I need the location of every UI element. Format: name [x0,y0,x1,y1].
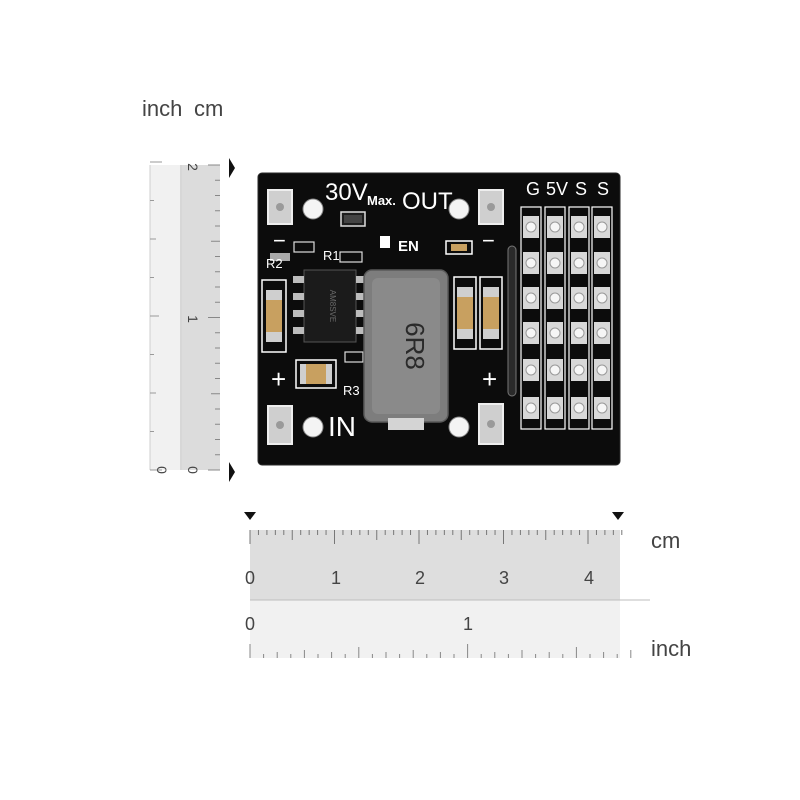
header-pin-label: S [575,179,588,199]
ruler-cm-label: 0 [245,568,256,588]
vertical-ruler [149,158,235,482]
header-column [591,206,613,430]
header-hole [549,257,561,269]
header-hole [573,364,585,376]
ruler-unit-cm: cm [194,96,224,121]
header-hole [525,257,537,269]
header-hole [549,221,561,233]
marker-triangle [229,158,235,178]
header-hole [596,364,608,376]
header-hole [525,292,537,304]
ruler-cm-label: 2 [415,568,426,588]
marker-triangle [244,512,256,520]
header-pin-label: 5V [546,179,569,199]
ruler-inch-label: 0 [245,614,256,634]
header-hole [596,402,608,414]
header-hole [525,364,537,376]
ruler-cm-label: 3 [499,568,510,588]
silk-in: IN [328,411,356,442]
header-hole [596,221,608,233]
silk-minus-right: − [482,228,495,253]
header-hole [573,257,585,269]
header-pin-label: S [597,179,610,199]
ic-marking: AM8SVE [328,290,337,322]
silk-plus-right: + [482,364,498,394]
header-hole [573,221,585,233]
header-hole [549,402,561,414]
silk-r1: R1 [323,248,340,263]
header-column [520,206,542,430]
ruler-cm-label: 0 [184,466,201,474]
silk-r2: R2 [266,256,283,271]
header-hole [525,327,537,339]
ruler-cm-label: 2 [184,163,201,171]
marker-triangle [612,512,624,520]
silk-voltage: 30V [325,179,368,206]
header-hole [525,221,537,233]
header-hole [573,327,585,339]
pcb-board: AM8SVE 6R8 [257,172,621,466]
ruler-cm-label: 1 [184,315,201,323]
silk-plus-left: + [271,364,287,394]
silk-en: EN [398,238,419,255]
silk-max: Max. [367,193,396,208]
ruler-unit-inch: inch [142,96,183,121]
silk-minus-left: − [273,228,286,253]
header-hole [596,257,608,269]
header-column [544,206,566,430]
header-hole [525,402,537,414]
ruler-inch-label: 1 [463,614,474,634]
marker-triangle [229,462,235,482]
header-hole [596,292,608,304]
ruler-cm-label: 4 [584,568,595,588]
silk-r3: R3 [343,383,360,398]
ruler-unit-inch: inch [651,636,692,661]
ruler-inch-label: 0 [153,466,170,474]
header-pin-label: G [526,179,541,199]
header-hole [549,327,561,339]
horizontal-ruler [244,512,650,658]
header-hole [596,327,608,339]
ruler-cm-label: 1 [331,568,342,588]
silk-out: OUT [402,188,453,215]
header-hole [573,292,585,304]
header-hole [549,364,561,376]
header-hole [549,292,561,304]
inductor-marking: 6R8 [400,322,430,370]
header-column [568,206,590,430]
header-hole [573,402,585,414]
ruler-unit-cm: cm [651,528,681,553]
